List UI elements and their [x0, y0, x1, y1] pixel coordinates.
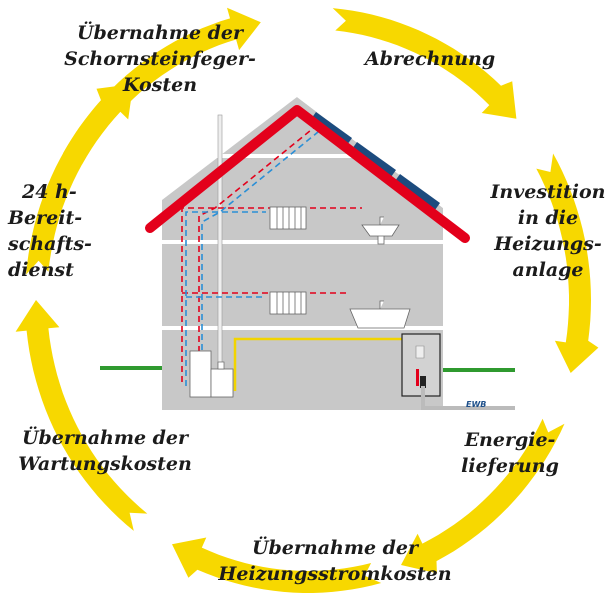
label-line: in die — [517, 207, 579, 229]
cycle-arrow — [536, 153, 599, 373]
cycle-arrow — [172, 537, 382, 593]
cycle-arrow — [62, 7, 261, 165]
label-line: Energie- — [464, 429, 556, 451]
label-line: Wartungskosten — [18, 453, 192, 475]
floor-divider — [162, 154, 443, 158]
label-investment: Investition in die Heizungs- anlage — [490, 179, 605, 283]
floor-divider — [162, 326, 443, 330]
floor-divider — [162, 240, 443, 244]
label-line: Übernahme der — [76, 22, 244, 44]
label-line: Bereit- — [8, 207, 83, 229]
radiator-upper — [269, 206, 307, 230]
label-line: lieferung — [461, 455, 559, 477]
radiator-lower — [269, 291, 307, 315]
label-maintenance-costs: Übernahme der Wartungskosten — [18, 425, 192, 477]
label-line: Investition — [490, 181, 606, 203]
label-line: Übernahme der — [251, 537, 419, 559]
label-line: Heizungs- — [494, 233, 602, 255]
label-line: anlage — [512, 259, 584, 281]
gable-wall — [162, 97, 443, 410]
storage-tank — [210, 368, 234, 398]
label-heating-power-costs: Übernahme der Heizungsstromkosten — [218, 535, 451, 587]
cycle-arrow — [15, 300, 148, 531]
label-line: Heizungsstromkosten — [218, 563, 452, 585]
roof — [145, 105, 470, 243]
bathtub — [349, 300, 411, 329]
utility-label: EWB — [466, 400, 486, 409]
cycle-arrow — [401, 418, 565, 574]
label-line: Kosten — [122, 74, 198, 96]
sink — [361, 216, 400, 245]
label-line: Übernahme der — [21, 427, 189, 449]
supply-pipe — [421, 386, 515, 410]
label-energy-supply: Energie- lieferung — [461, 427, 559, 479]
flue-pipe — [217, 114, 223, 374]
label-billing: Abrechnung — [365, 46, 495, 72]
label-line: Abrechnung — [364, 48, 496, 70]
service-cycle-ring — [15, 7, 599, 593]
label-chimney-sweep-costs: Übernahme der Schornsteinfeger- Kosten — [64, 20, 256, 98]
cold-water-pipe — [185, 131, 319, 386]
grass-left — [100, 366, 162, 370]
house: EWB — [100, 97, 515, 410]
grass-right — [443, 368, 515, 372]
label-line: 24 h- — [22, 181, 77, 203]
label-standby-service: 24 h- Bereit- schafts- dienst — [8, 179, 92, 283]
cycle-arrow — [26, 84, 134, 275]
solar-panels — [311, 112, 440, 210]
boiler — [189, 350, 212, 398]
label-line: dienst — [8, 259, 74, 281]
label-line: Schornsteinfeger- — [64, 48, 256, 70]
label-line: schafts- — [8, 233, 92, 255]
cycle-arrow — [332, 8, 517, 119]
